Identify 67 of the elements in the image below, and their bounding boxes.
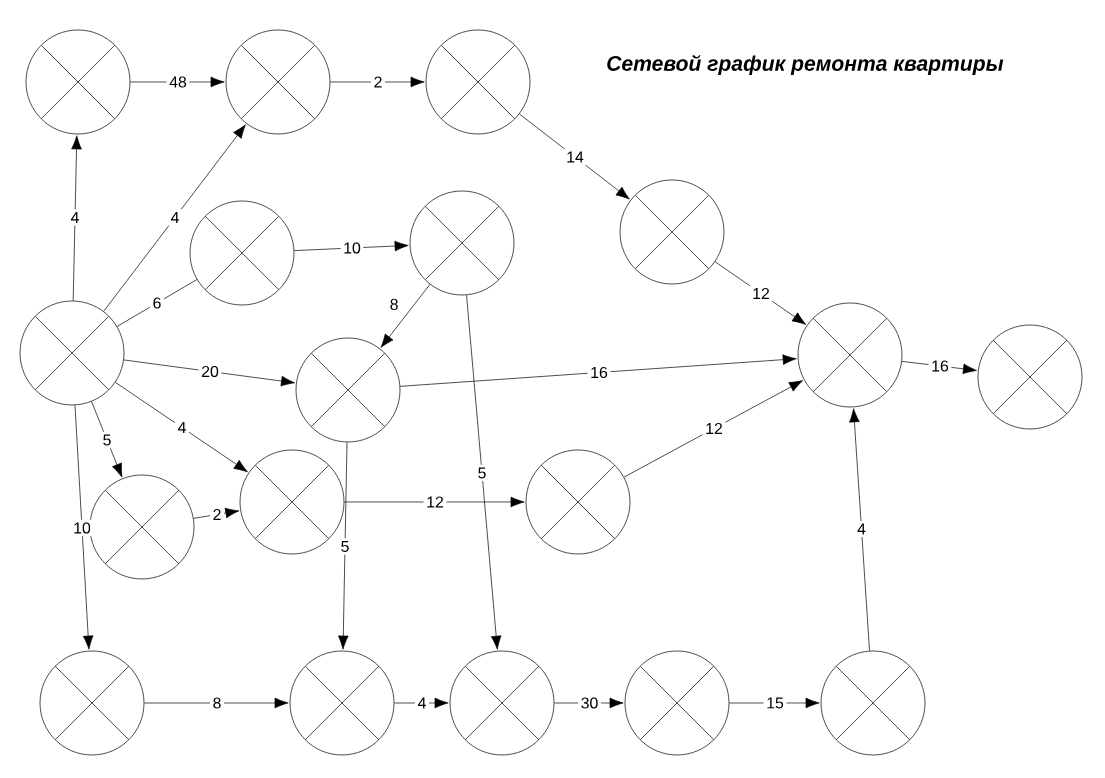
event-circle xyxy=(295,337,401,443)
arrow xyxy=(901,361,977,375)
edge-label: 5 xyxy=(100,431,115,449)
edge-label: 12 xyxy=(423,493,447,511)
edge-label: 30 xyxy=(578,694,601,712)
event-circle xyxy=(89,474,195,580)
event-circle xyxy=(619,179,725,285)
arrow xyxy=(293,240,409,252)
arrow xyxy=(115,382,248,473)
event-circle xyxy=(189,200,295,306)
event-circle xyxy=(525,449,631,555)
event-circle xyxy=(19,300,125,406)
arrow xyxy=(344,496,525,508)
edge-label: 2 xyxy=(209,506,225,523)
arrow xyxy=(714,261,807,325)
edge-label: 4 xyxy=(167,209,183,226)
arrow xyxy=(554,697,624,709)
edge-label: 5 xyxy=(337,538,353,555)
arrow xyxy=(74,404,94,650)
edge-label: 8 xyxy=(387,296,402,313)
edge-label: 20 xyxy=(198,363,222,380)
event-circle xyxy=(820,650,926,756)
edge-label: 12 xyxy=(749,285,773,302)
edge-label: 4 xyxy=(174,419,190,436)
arrow xyxy=(71,135,82,301)
arrow xyxy=(394,697,449,709)
arrow xyxy=(338,441,349,650)
edge-label: 6 xyxy=(149,294,165,312)
arrow xyxy=(330,76,425,88)
arrow xyxy=(729,697,820,709)
edge-label: 10 xyxy=(340,239,364,257)
edge-label: 16 xyxy=(587,364,611,381)
arrow xyxy=(623,380,803,478)
edge-label: 8 xyxy=(209,694,225,712)
arrow xyxy=(144,697,289,709)
event-circle xyxy=(977,324,1083,430)
arrow xyxy=(849,408,870,652)
edge-label: 4 xyxy=(67,209,83,226)
diagram-title: Сетевой график ремонта квартиры xyxy=(607,54,1004,76)
edge-label: 2 xyxy=(370,73,386,91)
arrow xyxy=(519,113,630,200)
event-circle xyxy=(25,29,131,135)
edge-label: 16 xyxy=(928,357,952,375)
event-circle xyxy=(39,650,145,756)
edge-label: 14 xyxy=(563,148,587,166)
event-circle xyxy=(797,302,903,408)
arrow xyxy=(130,76,225,88)
arrow xyxy=(91,401,123,478)
edge-label: 15 xyxy=(763,694,787,712)
arrow xyxy=(466,294,502,650)
arrow xyxy=(380,284,431,348)
arrow xyxy=(103,124,246,312)
edge-label: 48 xyxy=(166,73,190,91)
event-circle xyxy=(225,29,331,135)
edge-label: 10 xyxy=(70,519,94,537)
edge-label: 4 xyxy=(414,694,430,712)
event-circle xyxy=(449,650,555,756)
arrow xyxy=(399,354,797,387)
event-circle xyxy=(409,190,515,296)
edge-label: 12 xyxy=(702,420,726,437)
arrow xyxy=(123,359,295,387)
event-circle xyxy=(624,650,730,756)
event-circle xyxy=(289,650,395,756)
edge-label: 4 xyxy=(854,520,869,538)
edge-label: 5 xyxy=(474,464,490,482)
event-circle xyxy=(425,29,531,135)
arrow xyxy=(193,507,240,519)
